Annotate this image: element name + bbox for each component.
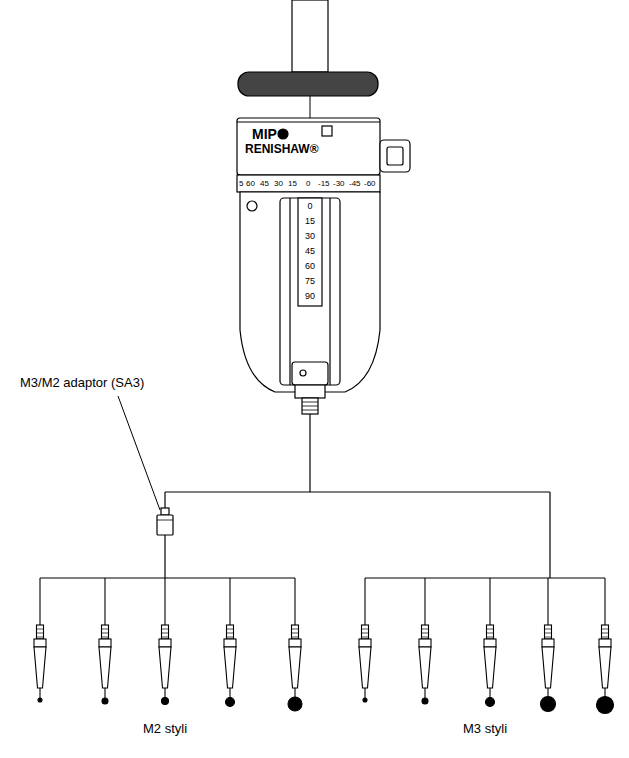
scale-mark: 0 <box>306 180 310 188</box>
shank <box>292 0 328 72</box>
brand-name: RENISHAW® <box>245 143 319 155</box>
scale-mark: 15 <box>305 217 315 226</box>
scale-band <box>237 175 380 192</box>
scale-mark: -15 <box>318 180 330 188</box>
scale-mark: 75 <box>305 277 315 286</box>
m2-stylus <box>288 578 302 711</box>
group-label: M3 styli <box>463 722 507 735</box>
head-body <box>240 192 380 392</box>
m2-stylus <box>34 578 46 702</box>
m2-stylus <box>99 578 111 704</box>
lock-tab <box>380 140 410 172</box>
scale-mark: 45 <box>260 180 269 188</box>
scale-mark: 15 <box>288 180 297 188</box>
scale-mark: 30 <box>274 180 283 188</box>
scale-mark: 90 <box>305 292 315 301</box>
scale-mark: 60 <box>246 180 255 188</box>
scale-mark: 45 <box>305 247 315 256</box>
window <box>280 198 340 385</box>
thread <box>302 398 318 414</box>
scale-mark: 60 <box>305 262 315 271</box>
brand-model: MIP <box>252 127 277 141</box>
m2-stylus <box>159 578 171 705</box>
flange <box>238 72 378 96</box>
scale-mark: 5 <box>239 180 243 188</box>
m3-stylus <box>359 578 371 702</box>
scale-mark: 0 <box>307 202 312 211</box>
scale-mark: 30 <box>305 232 315 241</box>
adaptor <box>157 515 173 535</box>
scale-mark: -45 <box>349 180 361 188</box>
group-label: M2 styli <box>143 722 187 735</box>
scale-mark: -60 <box>364 180 376 188</box>
m3-stylus <box>597 578 614 714</box>
m3-stylus <box>419 578 431 704</box>
part-label: M3/M2 adaptor (SA3) <box>20 376 144 389</box>
scale-mark: -30 <box>333 180 345 188</box>
head-band <box>237 118 380 175</box>
m3-stylus <box>541 578 556 712</box>
m2-stylus <box>224 578 236 707</box>
m3-stylus <box>484 578 496 707</box>
